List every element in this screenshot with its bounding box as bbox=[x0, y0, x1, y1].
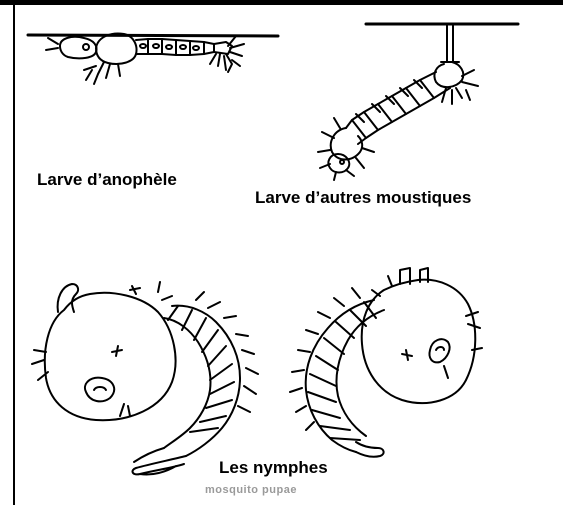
anopheles-larva-drawing bbox=[28, 34, 278, 84]
pupa-left-cephalothorax bbox=[45, 293, 176, 420]
anopheles-larva-label: Larve d’anophèle bbox=[33, 169, 181, 191]
water-surface-left bbox=[28, 35, 278, 36]
culicine-larva-drawing bbox=[318, 24, 518, 180]
pupa-left-eye bbox=[85, 378, 114, 402]
pupa-right-paddles bbox=[356, 442, 384, 457]
pupa-left-trumpet bbox=[58, 284, 78, 312]
pupa-right-cephalothorax bbox=[362, 280, 476, 403]
culicine-larva-siphon bbox=[447, 25, 453, 62]
anopheles-larva-thorax bbox=[96, 34, 137, 64]
pupa-right-drawing bbox=[290, 268, 482, 457]
pupa-left-paddles bbox=[133, 448, 186, 475]
anopheles-larva-head bbox=[60, 37, 97, 59]
pupa-right-eye bbox=[429, 339, 449, 362]
pupa-left-drawing bbox=[32, 282, 258, 475]
faded-caption: mosquito pupae bbox=[205, 484, 297, 496]
other-larva-label: Larve d’autres moustiques bbox=[251, 187, 475, 209]
pupa-left-abdomen bbox=[164, 306, 240, 456]
pupae-label: Les nymphes bbox=[205, 456, 342, 482]
